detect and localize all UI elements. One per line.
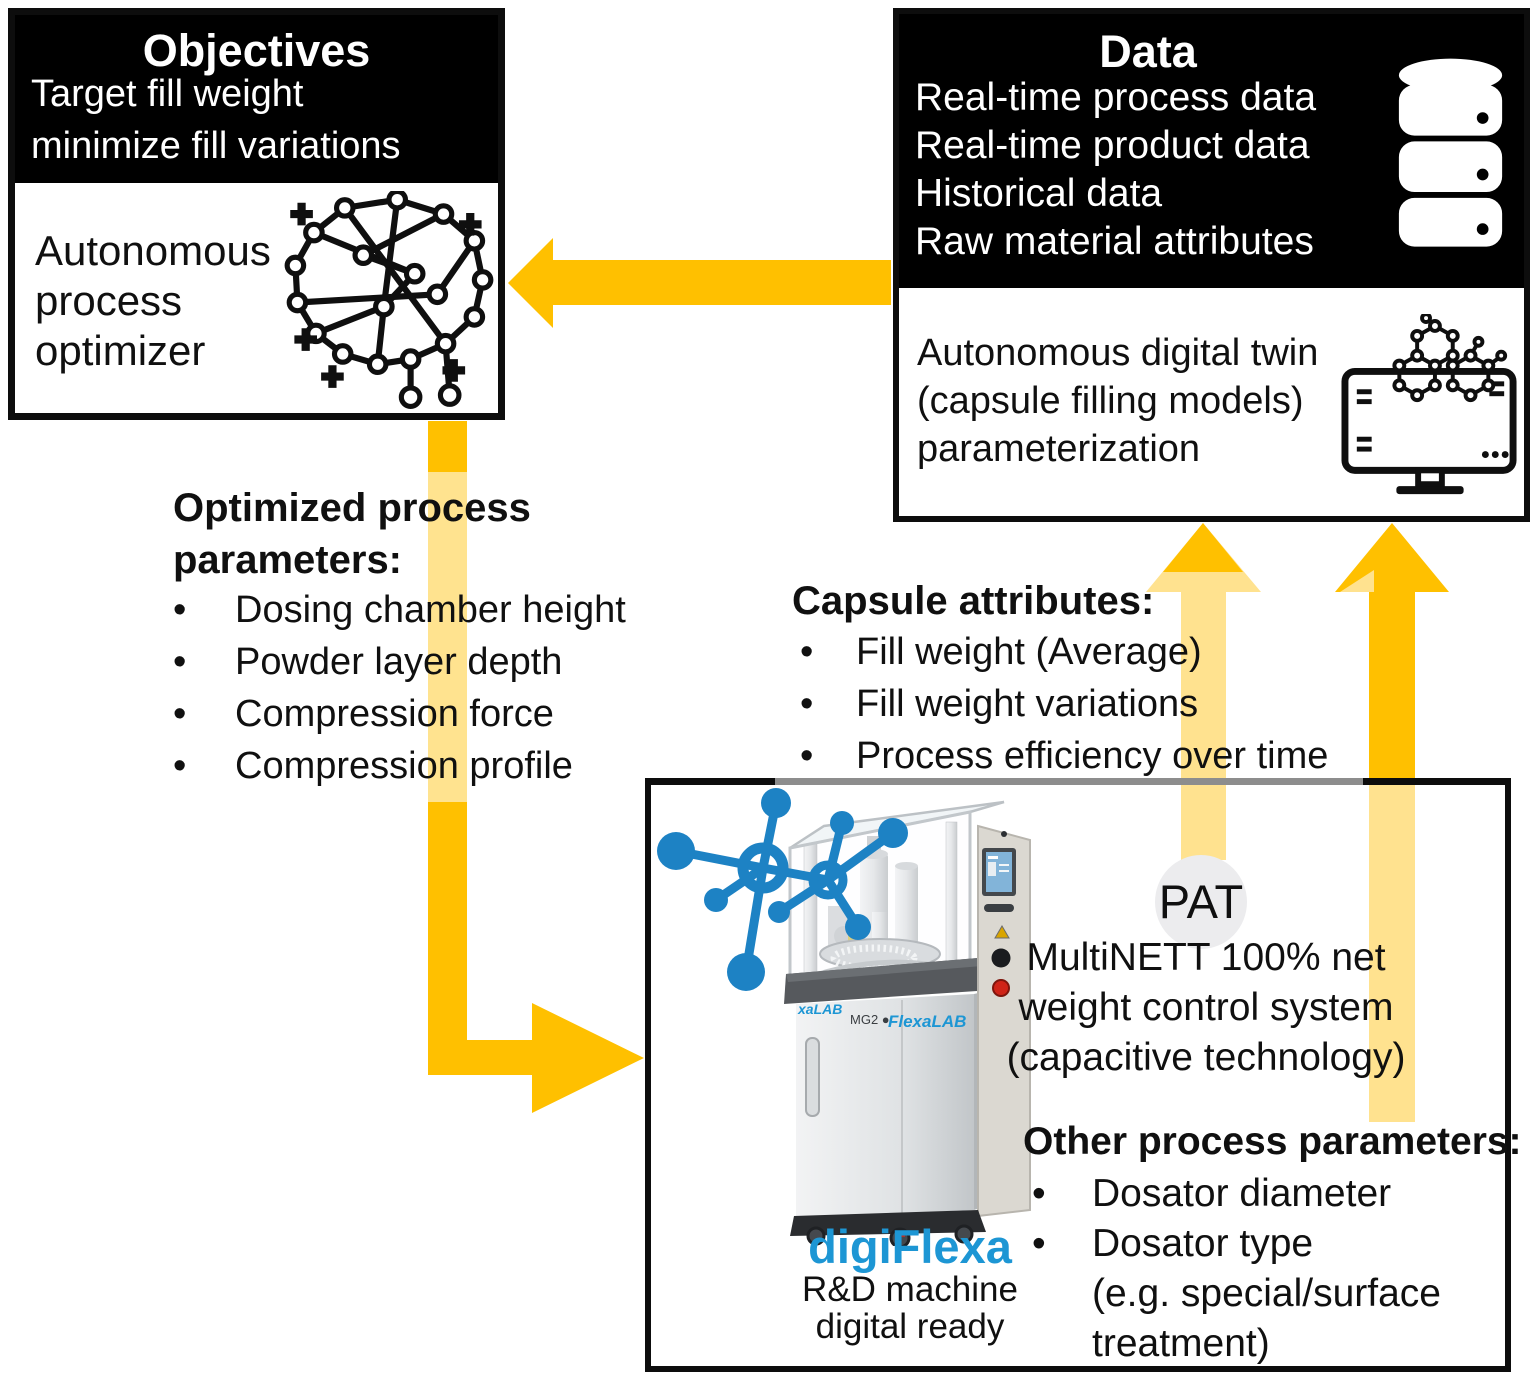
data-header: Data Real-time process data Real-time pr…: [899, 14, 1524, 288]
list-item: Process efficiency over time: [800, 735, 1328, 779]
warning-icon: [994, 925, 1010, 939]
digital-twin-line: (capsule filling models): [917, 380, 1304, 422]
machine-brand-mg2-label: MG2 ●: [850, 1012, 890, 1027]
machine-caption-line: digital ready: [815, 1307, 1005, 1346]
data-source-line: Real-time process data: [915, 76, 1317, 119]
objectives-body-line: process: [35, 277, 183, 324]
optimized-parameters-heading: Optimized process: [173, 486, 531, 530]
machine-name-label: digiFlexa: [808, 1220, 1012, 1273]
list-item-continuation: treatment): [1092, 1322, 1270, 1365]
arrow-machine-to-data-notch: [1340, 570, 1374, 592]
machine-knob: [991, 948, 1011, 968]
pat-description-line: MultiNETT 100% net: [1026, 936, 1386, 979]
list-item: Compression force: [173, 693, 554, 737]
optimized-parameters-heading: parameters:: [173, 538, 403, 582]
list-item: Dosing chamber height: [173, 589, 626, 633]
data-source-line: Raw material attributes: [915, 220, 1314, 263]
pat-badge: PAT: [1155, 855, 1247, 949]
data-title: Data: [1099, 26, 1197, 77]
objectives-box: Objectives Target fill weight minimize f…: [8, 8, 505, 420]
machine-box-border: [645, 778, 775, 785]
digital-twin-line: parameterization: [917, 428, 1201, 470]
list-item: Dosator type: [1032, 1222, 1313, 1267]
list-item: Compression profile: [173, 745, 573, 789]
list-item: Fill weight (Average): [800, 631, 1202, 675]
capsule-filling-machine-image: xaLAB MG2 ● FlexaLAB: [657, 788, 1031, 1246]
machine-brand-left-label: xaLAB: [797, 1001, 842, 1017]
machine-box-border: [645, 1366, 1511, 1372]
objectives-body-line: optimizer: [35, 327, 206, 374]
data-source-line: Historical data: [915, 172, 1163, 215]
objectives-goal-line: Target fill weight: [31, 73, 304, 115]
pat-description-line: weight control system: [1018, 986, 1394, 1029]
arrow-pat-to-data: [1146, 523, 1261, 860]
pat-badge-label: PAT: [1158, 874, 1244, 928]
machine-box-border: [645, 778, 651, 1372]
capsule-attributes-heading: Capsule attributes:: [792, 579, 1155, 623]
pat-description-line: (capacitive technology): [1006, 1036, 1406, 1079]
database-icon: [1398, 58, 1503, 247]
objectives-goal-line: minimize fill variations: [31, 125, 401, 167]
molecule-network-icon: [657, 788, 908, 991]
digital-twin-monitor-icon: [1341, 314, 1517, 495]
objectives-body-line: Autonomous: [35, 227, 271, 274]
emergency-stop-button: [992, 979, 1010, 997]
digital-twin-line: Autonomous digital twin: [917, 332, 1319, 374]
pixel-cross-decorations: [290, 202, 482, 388]
machine-box-border: [1363, 778, 1511, 785]
data-box: Data Real-time process data Real-time pr…: [893, 8, 1530, 522]
list-item: Powder layer depth: [173, 641, 563, 685]
objectives-title: Objectives: [142, 25, 371, 76]
machine-box-border: [775, 778, 1363, 785]
other-parameters-heading: Other process parameters:: [1023, 1120, 1522, 1163]
list-item: Fill weight variations: [800, 683, 1198, 727]
machine-caption-line: R&D machine: [802, 1270, 1018, 1309]
arrow-machine-to-data-shaft: [1369, 785, 1415, 1122]
arrow-machine-to-data: [1335, 523, 1449, 785]
neural-network-brain-icon: [284, 191, 494, 409]
data-source-line: Real-time product data: [915, 124, 1310, 167]
objectives-header: Objectives Target fill weight minimize f…: [15, 15, 498, 183]
list-item: Dosator diameter: [1032, 1172, 1391, 1217]
machine-box-border: [1505, 778, 1511, 1372]
list-item-continuation: (e.g. special/surface: [1092, 1272, 1442, 1315]
arrow-data-to-objectives: [508, 238, 891, 328]
arrow-pat-to-data-tip: [1163, 523, 1243, 572]
machine-buttons: [984, 904, 1014, 912]
machine-box: xaLAB MG2 ● FlexaLAB: [645, 778, 1522, 1372]
machine-brand-main-label: FlexaLAB: [888, 1012, 966, 1031]
